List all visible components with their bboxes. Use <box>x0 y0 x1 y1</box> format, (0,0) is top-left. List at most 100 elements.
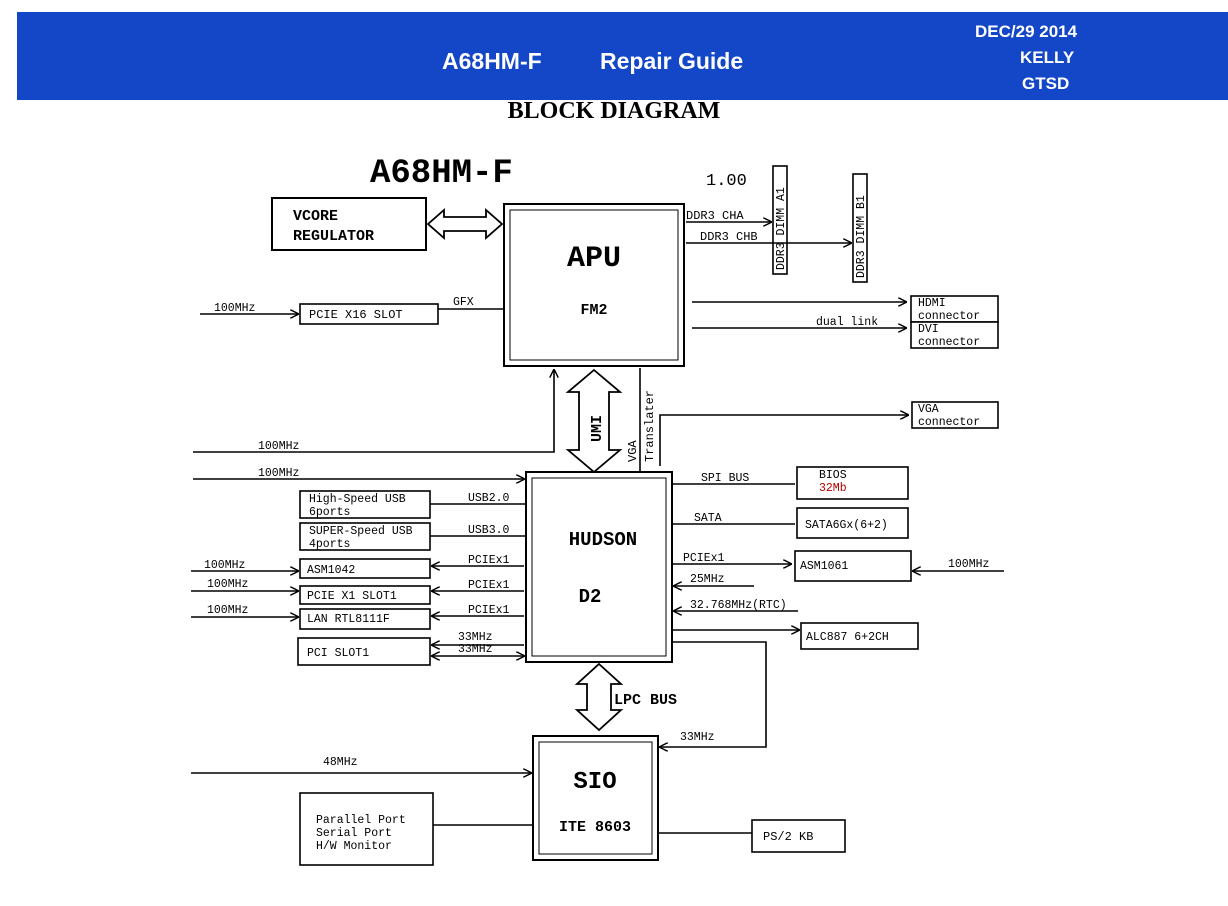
sio-inner-frame <box>538 741 653 855</box>
sata-box <box>796 507 909 539</box>
pcie-x1-bus: PCIEx1 <box>468 579 510 592</box>
spi-bus-label: SPI BUS <box>701 472 749 485</box>
vcore-apu-link <box>426 208 504 240</box>
serial-label: Serial Port <box>316 827 392 840</box>
pcie-x16-slot-label: PCIE X16 SLOT <box>309 308 403 322</box>
pcie-x1-slot-label: PCIE X1 SLOT1 <box>307 590 397 603</box>
sata-label: SATA6Gx(6+2) <box>805 519 888 532</box>
clock-100-hudson: 100MHz <box>258 467 299 480</box>
banner-dept: GTSD <box>1022 74 1070 93</box>
pci-slot-box <box>297 637 431 666</box>
lpc-bus-label: LPC BUS <box>614 692 677 709</box>
sio-clock: 33MHz <box>680 731 715 744</box>
bios-size: 32Mb <box>819 482 847 495</box>
asm1042-box <box>299 558 431 579</box>
bios-box <box>796 466 909 500</box>
asm1061-label: ASM1061 <box>800 560 848 573</box>
apu-inner-frame <box>509 209 679 361</box>
lan-clock: 100MHz <box>207 604 248 617</box>
banner-date: DEC/29 2014 <box>975 22 1078 41</box>
bios-label: BIOS <box>819 469 847 482</box>
hudson-box <box>525 471 673 663</box>
clock-rtc: 32.768MHz(RTC) <box>690 599 787 612</box>
apu-title: APU <box>567 242 621 276</box>
pcie-x16-slot-box <box>299 303 439 325</box>
vcore-label-1: VCORE <box>293 208 338 225</box>
audio-label: ALC887 6+2CH <box>806 631 889 644</box>
hudson-sub: D2 <box>579 586 602 608</box>
gfx-label: GFX <box>453 296 474 309</box>
umi-label: UMI <box>589 415 606 442</box>
apu-socket: FM2 <box>580 302 607 319</box>
asm1042-clock: 100MHz <box>204 559 245 572</box>
ps2-kb-label: PS/2 KB <box>763 830 813 844</box>
dvi-bus-label: dual link <box>816 316 878 329</box>
parallel-label: Parallel Port <box>316 814 406 827</box>
audio-box <box>800 622 919 650</box>
usb3-bus: USB3.0 <box>468 524 510 537</box>
hudson-inner-frame <box>531 477 667 657</box>
usb2-label-1: High-Speed USB <box>309 493 406 506</box>
clock-25: 25MHz <box>690 573 725 586</box>
asm1061-clock: 100MHz <box>948 558 989 571</box>
sata-bus-label: SATA <box>694 512 722 525</box>
pcie-x1-clock: 100MHz <box>207 578 248 591</box>
vga-translater-label-1: VGA <box>626 440 640 462</box>
hdmi-label-2: connector <box>918 310 980 323</box>
vga-line <box>659 415 908 466</box>
dvi-label-1: DVI <box>918 323 939 336</box>
clock-100-apu: 100MHz <box>258 440 299 453</box>
dvi-label-2: connector <box>918 336 980 349</box>
asm1042-label: ASM1042 <box>307 564 355 577</box>
version-label: 1.00 <box>706 172 747 191</box>
hw-monitor-label: H/W Monitor <box>316 840 392 853</box>
apu-box <box>503 203 685 367</box>
ddr-cha-label: DDR3 CHA <box>686 209 744 223</box>
usb2-label-2: 6ports <box>309 506 350 519</box>
lan-box <box>299 608 431 630</box>
lan-bus: PCIEx1 <box>468 604 510 617</box>
sio-box <box>532 735 659 861</box>
sio-48-clock: 48MHz <box>323 756 358 769</box>
page-heading: BLOCK DIAGRAM <box>507 98 721 124</box>
asm1042-bus: PCIEx1 <box>468 554 510 567</box>
vga-label-2: connector <box>918 416 980 429</box>
board-name: A68HM-F <box>370 155 513 193</box>
header-banner: A68HM-F Repair Guide DEC/29 2014 KELLY G… <box>17 12 1228 100</box>
sio-clock-line <box>660 641 767 747</box>
sio-title: SIO <box>573 769 616 796</box>
dimm-a1-slot <box>772 165 788 275</box>
banner-author: KELLY <box>1020 48 1075 67</box>
sio-sub: ITE 8603 <box>559 819 631 836</box>
pci-clock-1: 33MHz <box>458 631 493 644</box>
hudson-title: HUDSON <box>569 529 637 551</box>
lpc-bus-link <box>574 662 624 732</box>
usb2-bus: USB2.0 <box>468 492 510 505</box>
ddr-chb-label: DDR3 CHB <box>700 230 758 244</box>
hdmi-label-1: HDMI <box>918 297 946 310</box>
dvi-connector-box <box>910 321 999 349</box>
vga-translater-label-2: Translater <box>643 390 657 462</box>
pcie-x16-clock: 100MHz <box>214 302 255 315</box>
usb3-label-2: 4ports <box>309 538 350 551</box>
vcore-label-2: REGULATOR <box>293 228 374 245</box>
asm1061-box <box>794 550 912 582</box>
banner-title: Repair Guide <box>600 48 744 74</box>
vga-connector-box <box>911 401 999 429</box>
dimm-a1-label: DDR3 DIMM A1 <box>775 187 788 270</box>
lan-label: LAN RTL8111F <box>307 613 390 626</box>
pcie-x1-slot-box <box>299 585 431 605</box>
asm1061-bus: PCIEx1 <box>683 552 725 565</box>
usb3-label-1: SUPER-Speed USB <box>309 525 413 538</box>
dimm-b1-slot <box>852 173 868 283</box>
vga-label-1: VGA <box>918 403 939 416</box>
parallel-serial-box <box>299 792 434 866</box>
banner-model: A68HM-F <box>442 48 542 74</box>
vcore-regulator-box <box>271 197 427 251</box>
dimm-b1-label: DDR3 DIMM B1 <box>855 195 868 278</box>
ps2-kb-box <box>751 819 846 853</box>
pci-clock-2: 33MHz <box>458 643 493 656</box>
pci-slot-label: PCI SLOT1 <box>307 647 369 660</box>
clock-100-apu-line <box>193 370 554 453</box>
